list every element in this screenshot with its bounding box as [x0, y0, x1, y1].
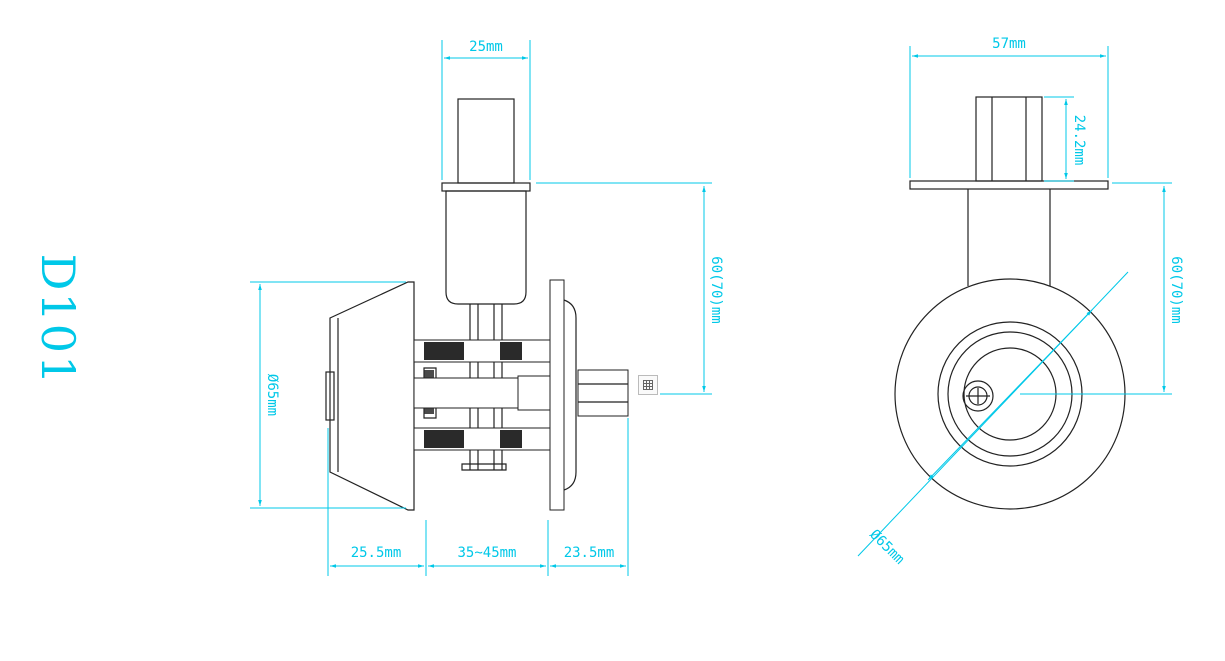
exterior-body: [329, 281, 415, 511]
dim-ext-height: [536, 182, 712, 395]
dim-latch-width: 25mm: [469, 39, 503, 55]
dim-ext-plate: [909, 46, 1109, 178]
front-latch-lines: [991, 97, 1027, 181]
lower-thread-left: [424, 430, 464, 448]
interior-rose-curve: [563, 299, 577, 491]
lower-thread-right: [500, 430, 522, 448]
dim-spindle-length: 23.5mm: [564, 545, 615, 561]
front-stem: [967, 189, 1051, 286]
snap-grid-icon[interactable]: [638, 375, 658, 395]
dim-line-front-diameter: [927, 309, 1093, 481]
dim-cylinder-depth: 25.5mm: [351, 545, 402, 561]
keyway-icon: [966, 388, 990, 404]
dim-ext-bottom: [327, 418, 629, 576]
dim-door-thickness: 35~45mm: [457, 545, 516, 561]
front-latch: [975, 96, 1043, 182]
spindle-sleeve: [517, 375, 551, 411]
front-view: 57mm 24.2mm 60(70)mm Ø65mm: [857, 36, 1184, 568]
dim-ext-latch-h: [1044, 96, 1074, 182]
dim-front-height: 60(70)mm: [1168, 256, 1184, 323]
dim-side-diameter: Ø65mm: [264, 374, 280, 416]
dim-ext-latch: [441, 40, 531, 180]
dim-latch-height: 24.2mm: [1071, 115, 1087, 166]
interior-rose: [549, 279, 565, 511]
spindle-lines: [578, 383, 628, 403]
latch-bolt: [457, 98, 515, 184]
spindle: [577, 369, 629, 417]
cylinder-face: [325, 371, 335, 421]
latch-housing: [445, 190, 527, 305]
dim-side-height: 60(70)mm: [708, 256, 724, 323]
latch-faceplate: [441, 182, 531, 192]
upper-thread-right: [500, 342, 522, 360]
upper-thread-left: [424, 342, 464, 360]
dim-plate-width: 57mm: [992, 36, 1026, 52]
side-view: 25mm 60(70)mm Ø65mm 25.5mm 35~45mm 23.5m…: [250, 39, 724, 576]
latch-tail-foot: [461, 463, 507, 471]
dim-front-diameter: Ø65mm: [866, 527, 907, 568]
front-faceplate: [909, 180, 1109, 190]
